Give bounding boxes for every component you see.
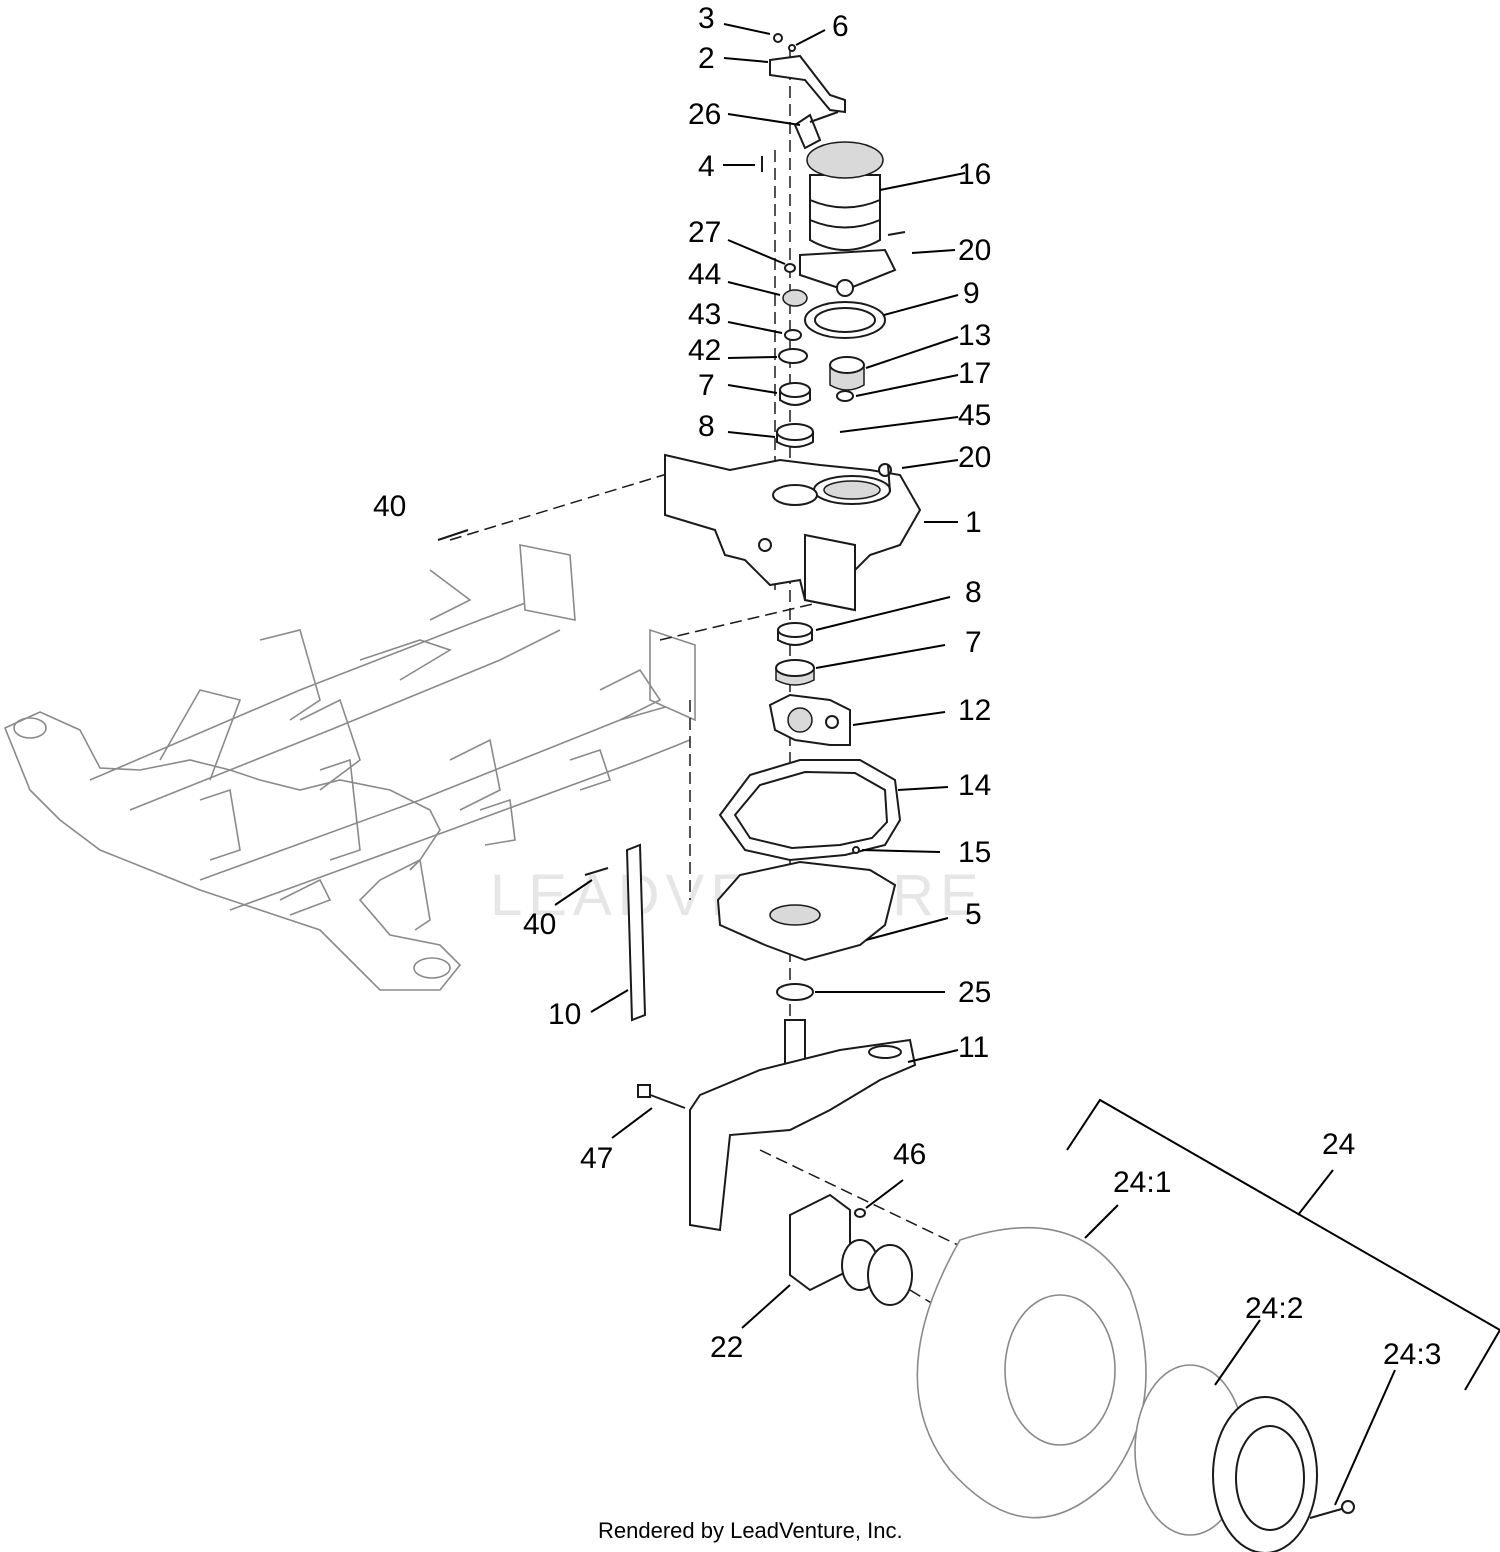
- ring-part-17: [836, 390, 854, 402]
- callout-45: 45: [958, 399, 991, 432]
- washer-part-42: [778, 348, 808, 364]
- bearing-cup-part-8-top: [776, 423, 814, 448]
- callout-40b: 40: [523, 908, 556, 941]
- callout-2: 2: [698, 42, 715, 75]
- footer-credit: Rendered by LeadVenture, Inc.: [598, 1518, 903, 1543]
- callout-46: 46: [893, 1138, 926, 1171]
- fork-part-11: [689, 1019, 917, 1232]
- callout-8a: 8: [698, 410, 715, 443]
- callout-22: 22: [710, 1331, 743, 1364]
- dowel-part-15: [852, 846, 860, 854]
- sector-gear-part-12: [768, 693, 851, 746]
- leader-lines: [554, 23, 1500, 1506]
- bearing-cone-part-7-top: [779, 382, 811, 406]
- callout-7a: 7: [698, 369, 715, 402]
- callout-5: 5: [965, 898, 982, 931]
- callout-20b: 20: [958, 441, 991, 474]
- callout-10: 10: [548, 998, 581, 1031]
- callout-11: 11: [958, 1031, 989, 1064]
- bolt-part-47: [637, 1084, 686, 1109]
- callout-43: 43: [688, 298, 721, 331]
- callout-27: 27: [688, 216, 721, 249]
- frame-assembly: [3, 544, 696, 991]
- cover-part-5: [716, 860, 897, 962]
- callout-8b: 8: [965, 576, 982, 609]
- callout-47: 47: [580, 1142, 613, 1175]
- callout-40a: 40: [373, 490, 406, 523]
- bolt-part-40-b: [584, 867, 609, 876]
- tire-part-24-1: [916, 1226, 1147, 1519]
- ring-part-43: [784, 329, 802, 341]
- callout-4: 4: [698, 150, 715, 183]
- callout-labels: 3 6 2 26 4 16 27 20 44 9 43 13 42 17 7 4…: [373, 2, 1441, 1371]
- gasket-part-14: [718, 759, 902, 862]
- bracket-part-2: [769, 54, 846, 114]
- hub-part-22: [789, 1193, 913, 1306]
- callout-20a: 20: [958, 234, 991, 267]
- callout-26: 26: [688, 98, 721, 131]
- callout-25: 25: [958, 976, 991, 1009]
- callout-12: 12: [958, 694, 991, 727]
- callout-24-3: 24:3: [1383, 1338, 1441, 1371]
- bearing-cone-part-7-lower: [775, 659, 815, 686]
- callout-15: 15: [958, 836, 991, 869]
- callout-9: 9: [963, 277, 980, 310]
- bearing-cup-part-8-lower: [777, 622, 813, 646]
- gear-part-13: [829, 356, 865, 391]
- bolt-part-20-a: [887, 231, 906, 236]
- callout-24-1: 24:1: [1113, 1166, 1171, 1199]
- screw-part-3: [773, 33, 783, 43]
- callout-6: 6: [832, 10, 849, 43]
- pin-part-6: [788, 44, 796, 52]
- callout-17: 17: [958, 357, 991, 390]
- callout-13: 13: [958, 319, 991, 352]
- callout-16: 16: [958, 158, 991, 191]
- callout-7b: 7: [965, 626, 982, 659]
- switch-part-26: [793, 111, 839, 150]
- callout-14: 14: [958, 769, 991, 802]
- callout-1: 1: [965, 506, 982, 539]
- nut-part-27: [784, 263, 796, 273]
- valve-part-24-3: [1309, 1500, 1355, 1519]
- callout-42: 42: [688, 334, 721, 367]
- steering-housing-part-1: [664, 453, 922, 612]
- callout-44: 44: [688, 258, 721, 291]
- callout-24: 24: [1322, 1128, 1355, 1161]
- seal-part-25: [776, 983, 814, 1001]
- bolt-part-40-a: [437, 529, 469, 541]
- bolt-part-20-b: [887, 464, 891, 493]
- nut-part-46: [854, 1208, 866, 1218]
- rim-part-24-2: [1134, 1364, 1318, 1552]
- plate-part-10: [625, 843, 647, 1022]
- callout-3: 3: [698, 2, 715, 35]
- bearing-part-44: [782, 289, 808, 307]
- motor-part-16: [799, 141, 897, 297]
- callout-24-2: 24:2: [1245, 1292, 1303, 1325]
